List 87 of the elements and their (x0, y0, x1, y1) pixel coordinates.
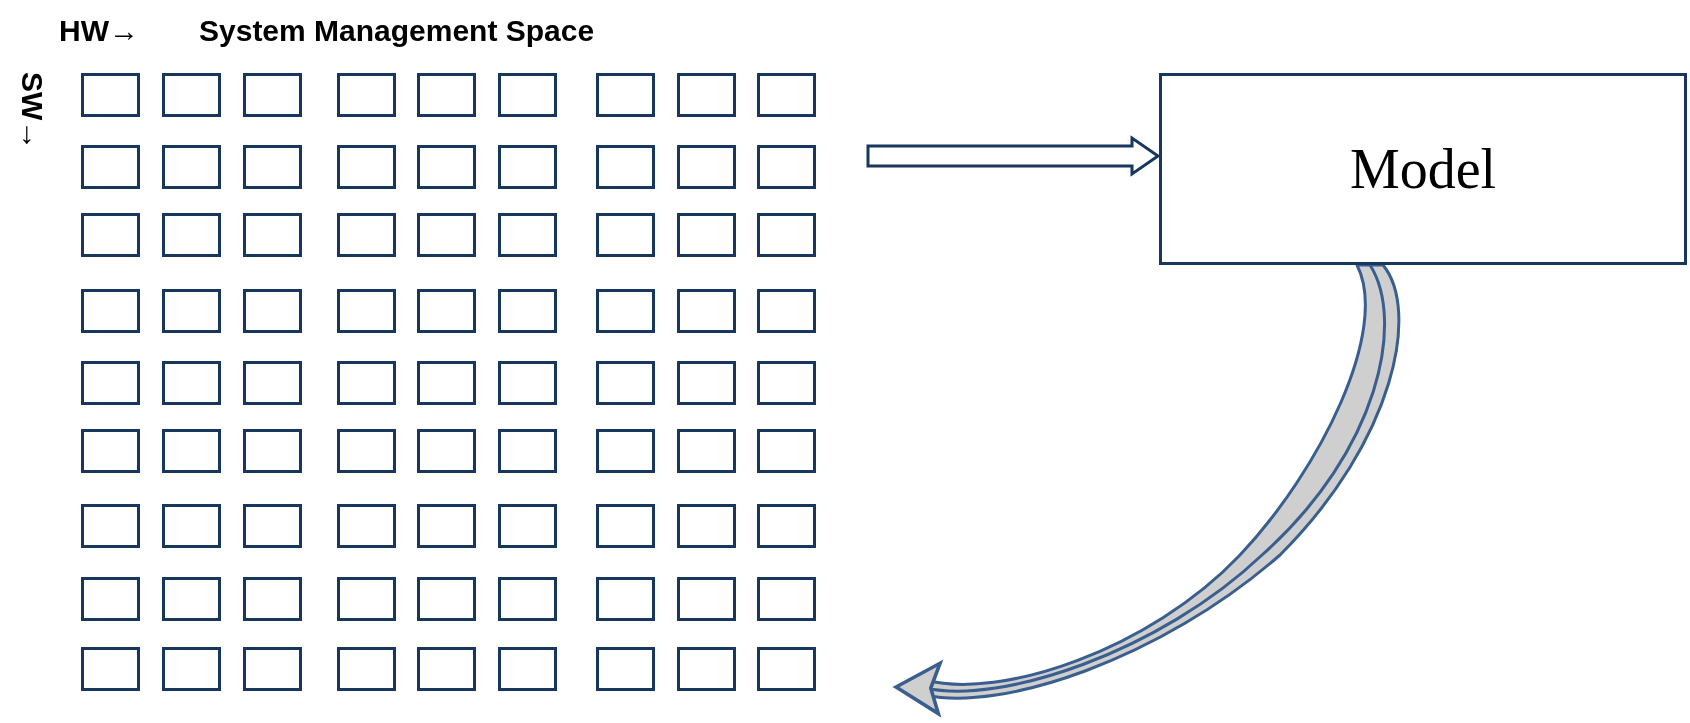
grid-box (243, 213, 302, 257)
grid-box (596, 145, 655, 189)
grid-box (417, 361, 476, 405)
grid-box (81, 289, 140, 333)
block-arrow (866, 135, 1161, 177)
grid-box (677, 647, 736, 691)
grid-box (243, 289, 302, 333)
grid-box (81, 504, 140, 548)
grid-box (596, 213, 655, 257)
grid-box (677, 73, 736, 117)
axis-label: HW→ (59, 16, 139, 46)
grid-box (81, 647, 140, 691)
grid-box (162, 429, 221, 473)
grid-box (417, 429, 476, 473)
grid-box (162, 577, 221, 621)
grid-box (243, 145, 302, 189)
grid-box (243, 647, 302, 691)
grid-box (81, 73, 140, 117)
grid-box (243, 361, 302, 405)
grid-box (677, 213, 736, 257)
heading: System Management Space (199, 16, 595, 46)
grid-box (81, 429, 140, 473)
grid-box (677, 429, 736, 473)
grid-box (243, 577, 302, 621)
grid-box (498, 289, 557, 333)
grid-box (417, 73, 476, 117)
grid-box (498, 647, 557, 691)
grid-box (417, 647, 476, 691)
grid-box (757, 145, 816, 189)
grid-box (677, 361, 736, 405)
grid-box (596, 73, 655, 117)
grid-box (757, 647, 816, 691)
grid-box (757, 429, 816, 473)
grid-box (243, 429, 302, 473)
grid-box (498, 73, 557, 117)
grid-box (417, 289, 476, 333)
grid-box (337, 361, 396, 405)
grid-box (677, 577, 736, 621)
grid-box (337, 145, 396, 189)
grid-box (162, 213, 221, 257)
model-box (1159, 73, 1687, 265)
grid-box (757, 289, 816, 333)
grid-box (337, 429, 396, 473)
grid-box (337, 73, 396, 117)
grid-box (337, 647, 396, 691)
grid-box (498, 213, 557, 257)
grid-box (757, 73, 816, 117)
grid-box (757, 504, 816, 548)
grid-box (596, 289, 655, 333)
grid-box (337, 213, 396, 257)
model-label: Model (1349, 137, 1497, 201)
grid-box (498, 504, 557, 548)
grid-box (337, 577, 396, 621)
grid-box (677, 289, 736, 333)
grid-box (498, 577, 557, 621)
grid-box (757, 577, 816, 621)
grid-box (337, 504, 396, 548)
grid-box (162, 504, 221, 548)
grid-box (337, 289, 396, 333)
grid-box (417, 213, 476, 257)
grid-box (417, 504, 476, 548)
grid-box (81, 145, 140, 189)
grid-box (417, 145, 476, 189)
grid-box (81, 213, 140, 257)
grid-box (162, 647, 221, 691)
grid-box (81, 577, 140, 621)
grid-box (596, 361, 655, 405)
grid-box (677, 145, 736, 189)
grid-box (498, 429, 557, 473)
grid-box (498, 361, 557, 405)
grid-box (757, 213, 816, 257)
grid-box (243, 73, 302, 117)
grid-box (596, 504, 655, 548)
grid-box (596, 647, 655, 691)
grid-box (498, 145, 557, 189)
grid-box (162, 289, 221, 333)
grid-box (757, 361, 816, 405)
grid-box (596, 577, 655, 621)
grid-box (243, 504, 302, 548)
grid-box (162, 361, 221, 405)
grid-box (162, 145, 221, 189)
grid-box (677, 504, 736, 548)
grid-box (162, 73, 221, 117)
grid-box (417, 577, 476, 621)
grid-box (81, 361, 140, 405)
axis-label: SW→ (17, 72, 47, 151)
grid-box (596, 429, 655, 473)
